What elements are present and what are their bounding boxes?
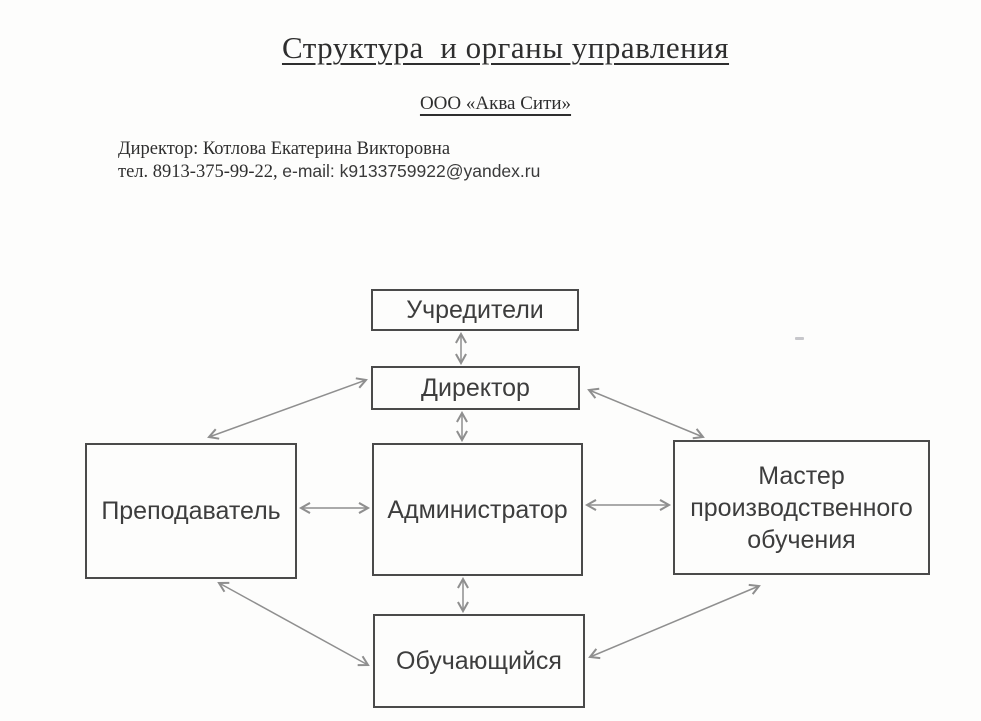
arrow-prepodavatel-obuchajushchijsja [217, 581, 370, 667]
diagram-node-label: Преподаватель [101, 497, 281, 525]
diagram-node-label: Мастер производственного обучения [690, 461, 913, 554]
diagram-node-direktor: Директор [371, 366, 580, 410]
director-line: Директор: Котлова Екатерина Викторовна [118, 139, 451, 159]
page-title: Структура и органы управления [0, 30, 981, 66]
diagram-node-uchrediteli: Учредители [371, 289, 579, 331]
contact-line: тел. 8913-375-99-22, e-mail: k9133759922… [118, 161, 540, 184]
diagram-node-master: Мастер производственного обучения [673, 440, 930, 575]
arrow-obuchajushchijsja-master [588, 583, 761, 660]
diagram-node-obuchajushchijsja: Обучающийся [373, 614, 585, 708]
arrow-direktor-prepodavatel [207, 377, 368, 440]
page-subtitle: ООО «Аква Сити» [0, 93, 981, 115]
diagram-node-label: Учредители [406, 296, 544, 324]
arrow-direktor-master [587, 387, 705, 440]
page-title-text: Структура и органы управления [281, 30, 730, 65]
diagram-node-label: Директор [421, 374, 530, 402]
page-subtitle-text: ООО «Аква Сити» [419, 93, 572, 114]
diagram-node-prepodavatel: Преподаватель [85, 443, 297, 579]
email-text: e-mail: k9133759922@yandex.ru [282, 160, 541, 181]
contact-block: Директор: Котлова Екатерина Викторовна т… [118, 138, 540, 183]
diagram-node-label: Администратор [387, 495, 568, 524]
diagram-node-label: Обучающийся [396, 647, 562, 675]
diagram-node-administrator: Администратор [372, 443, 583, 576]
scan-artifact [795, 337, 804, 340]
phone-text: тел. 8913-375-99-22, [118, 161, 283, 182]
